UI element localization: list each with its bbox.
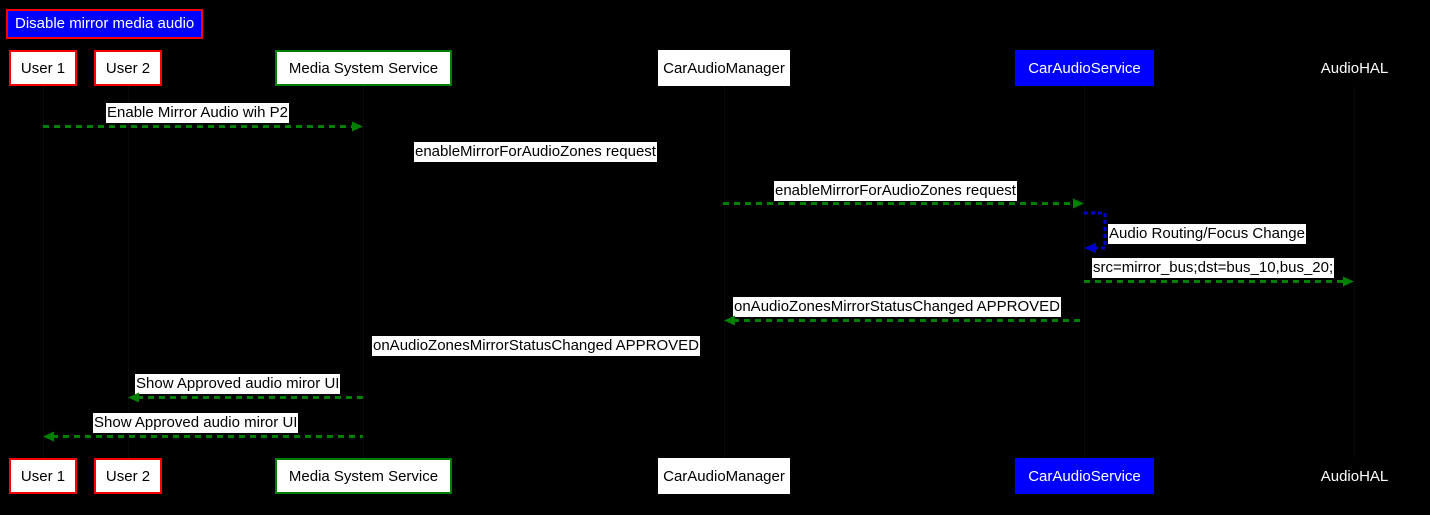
participant-label: User 2 — [105, 467, 151, 485]
lifeline-media-system-service — [363, 86, 364, 458]
message-label: Show Approved audio miror UI — [93, 413, 299, 433]
message-arrow — [1084, 276, 1354, 287]
lifeline-caraudioservice — [1084, 86, 1085, 458]
message-label: onAudioZonesMirrorStatusChanged APPROVED — [733, 297, 1062, 317]
participant-label: CarAudioManager — [663, 59, 785, 77]
participant-label: AudioHAL — [1320, 59, 1389, 77]
participant-label: CarAudioService — [1028, 59, 1141, 77]
participant-header-user-1: User 1 — [9, 50, 77, 86]
participant-header-caraudioservice: CarAudioService — [1015, 50, 1154, 86]
participant-label: User 1 — [20, 59, 66, 77]
participant-footer-media-system-service: Media System Service — [275, 458, 452, 494]
lifeline-user-2 — [128, 86, 129, 458]
self-message-arrow — [1082, 209, 1113, 256]
message-label: enableMirrorForAudioZones request — [774, 181, 1017, 201]
participant-footer-caraudioservice: CarAudioService — [1015, 458, 1154, 494]
diagram-title-box: Disable mirror media audio — [6, 9, 204, 39]
message-label: enableMirrorForAudioZones request — [414, 142, 657, 162]
participant-header-user-2: User 2 — [94, 50, 162, 86]
lifeline-user-1 — [43, 86, 44, 458]
participant-label: Media System Service — [288, 59, 439, 77]
participant-label: User 2 — [105, 59, 151, 77]
lifeline-audiohal — [1354, 86, 1355, 458]
participant-header-audiohal: AudioHAL — [1311, 50, 1398, 86]
participant-footer-caraudiomanager: CarAudioManager — [658, 458, 790, 494]
message-label: Audio Routing/Focus Change — [1108, 224, 1306, 244]
message-label: onAudioZonesMirrorStatusChanged APPROVED — [372, 336, 701, 356]
message-label: Show Approved audio miror UI — [135, 374, 341, 394]
participant-label: AudioHAL — [1320, 467, 1389, 485]
participant-header-caraudiomanager: CarAudioManager — [658, 50, 790, 86]
lifeline-caraudiomanager — [724, 86, 725, 458]
message-arrow — [43, 121, 363, 132]
message-label: src=mirror_bus;dst=bus_10,bus_20; — [1092, 258, 1335, 278]
message-label: Enable Mirror Audio wih P2 — [106, 103, 289, 123]
message-arrow — [723, 198, 1084, 209]
participant-footer-user-2: User 2 — [94, 458, 162, 494]
participant-header-media-system-service: Media System Service — [275, 50, 452, 86]
message-arrow — [128, 392, 363, 403]
participant-label: CarAudioService — [1028, 467, 1141, 485]
message-arrow — [43, 431, 363, 442]
message-arrow — [724, 315, 1084, 326]
participant-label: User 1 — [20, 467, 66, 485]
participant-footer-audiohal: AudioHAL — [1311, 458, 1398, 494]
participant-label: Media System Service — [288, 467, 439, 485]
participant-footer-user-1: User 1 — [9, 458, 77, 494]
participant-label: CarAudioManager — [663, 467, 785, 485]
